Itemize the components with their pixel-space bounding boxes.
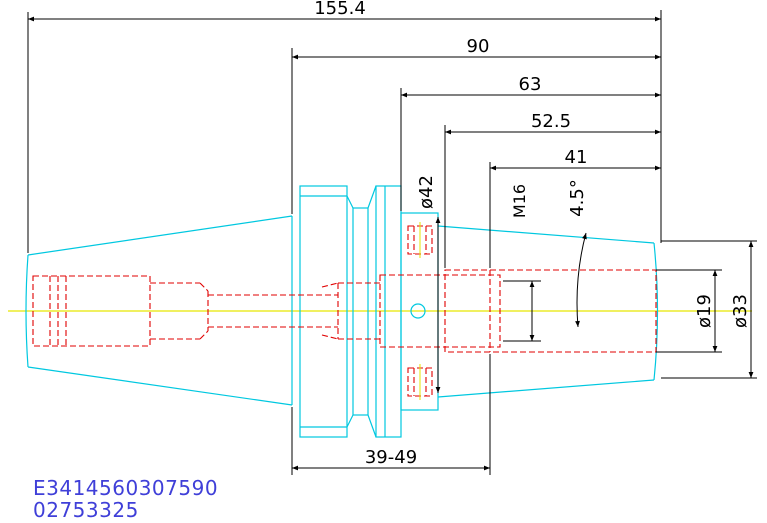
dim-length-90: 90 — [467, 36, 490, 57]
dim-diameter-33: ø33 — [730, 294, 751, 328]
dim-diameter-42: ø42 — [416, 175, 437, 209]
dim-thread-m16: M16 — [510, 184, 529, 218]
dimension-lines — [27, 10, 757, 475]
part-number: 02753325 — [33, 498, 139, 522]
dim-diameter-19: ø19 — [694, 294, 715, 328]
dim-range-39-49: 39-49 — [365, 447, 417, 468]
dim-length-52-5: 52.5 — [531, 111, 571, 132]
dim-length-41: 41 — [565, 147, 588, 168]
dim-overall-length: 155.4 — [314, 0, 366, 19]
holder-outline — [25, 185, 659, 438]
dim-length-63: 63 — [519, 74, 542, 95]
dim-angle: 4.5° — [567, 179, 588, 217]
hidden-features — [32, 225, 657, 397]
part-code: E3414560307590 — [33, 476, 219, 500]
